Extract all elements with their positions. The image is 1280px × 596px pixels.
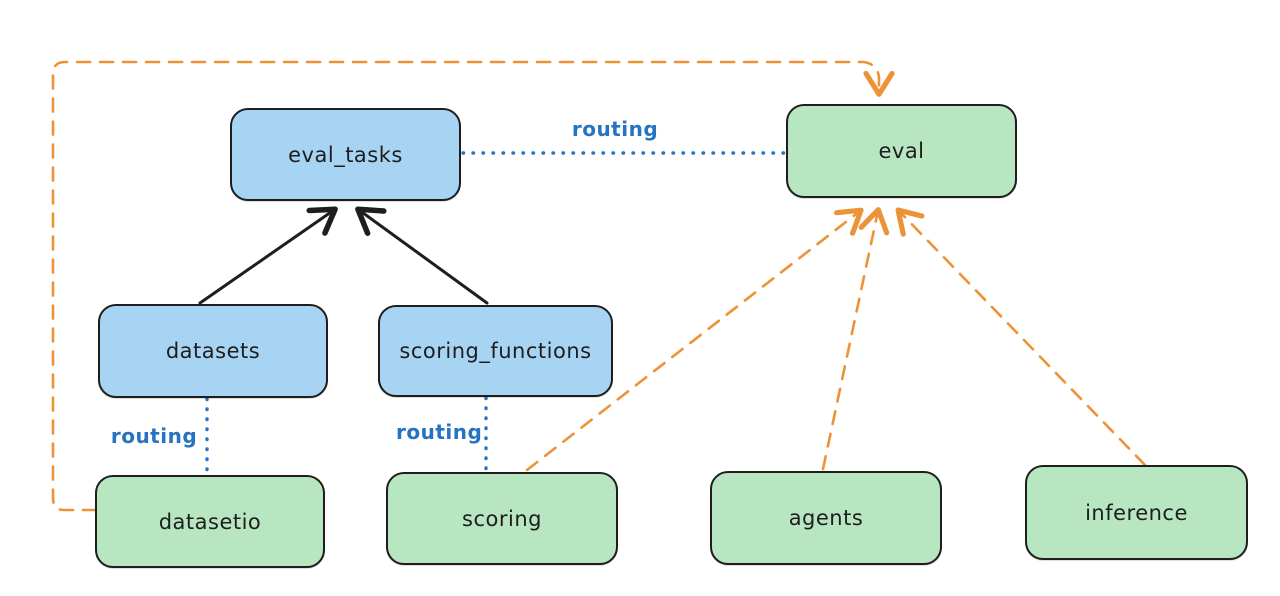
arrow-datasets-to-eval-tasks (198, 206, 338, 305)
node-scoring-label: scoring (462, 506, 542, 531)
node-datasetio-label: datasetio (158, 509, 262, 534)
arrow-scoring-to-eval (525, 207, 864, 472)
arrow-scoring-functions-to-eval-tasks (355, 206, 489, 305)
node-agents-label: agents (788, 506, 864, 530)
node-scoring: scoring (386, 472, 618, 565)
node-inference-label: inference (1085, 500, 1188, 525)
node-scoring-functions-label: scoring_functions (399, 339, 592, 363)
node-agents: agents (710, 471, 942, 565)
node-eval-tasks: eval_tasks (230, 108, 461, 201)
node-eval-tasks-label: eval_tasks (288, 142, 403, 167)
node-eval: eval (786, 104, 1017, 198)
node-inference: inference (1025, 465, 1248, 560)
node-scoring-functions: scoring_functions (378, 305, 613, 397)
arrow-agents-to-eval (821, 207, 890, 471)
routing-label-datasets-datasetio: routing (110, 424, 198, 448)
arrow-datasetio-to-eval-loop (51, 60, 895, 512)
arrow-inference-to-eval (895, 207, 1147, 467)
node-datasets-label: datasets (165, 339, 261, 363)
node-datasetio: datasetio (95, 475, 325, 568)
routing-label-scoring-functions-scoring: routing (396, 420, 483, 444)
node-eval-label: eval (878, 139, 925, 163)
node-datasets: datasets (98, 304, 328, 398)
routing-label-eval-tasks-eval: routing (571, 117, 659, 141)
